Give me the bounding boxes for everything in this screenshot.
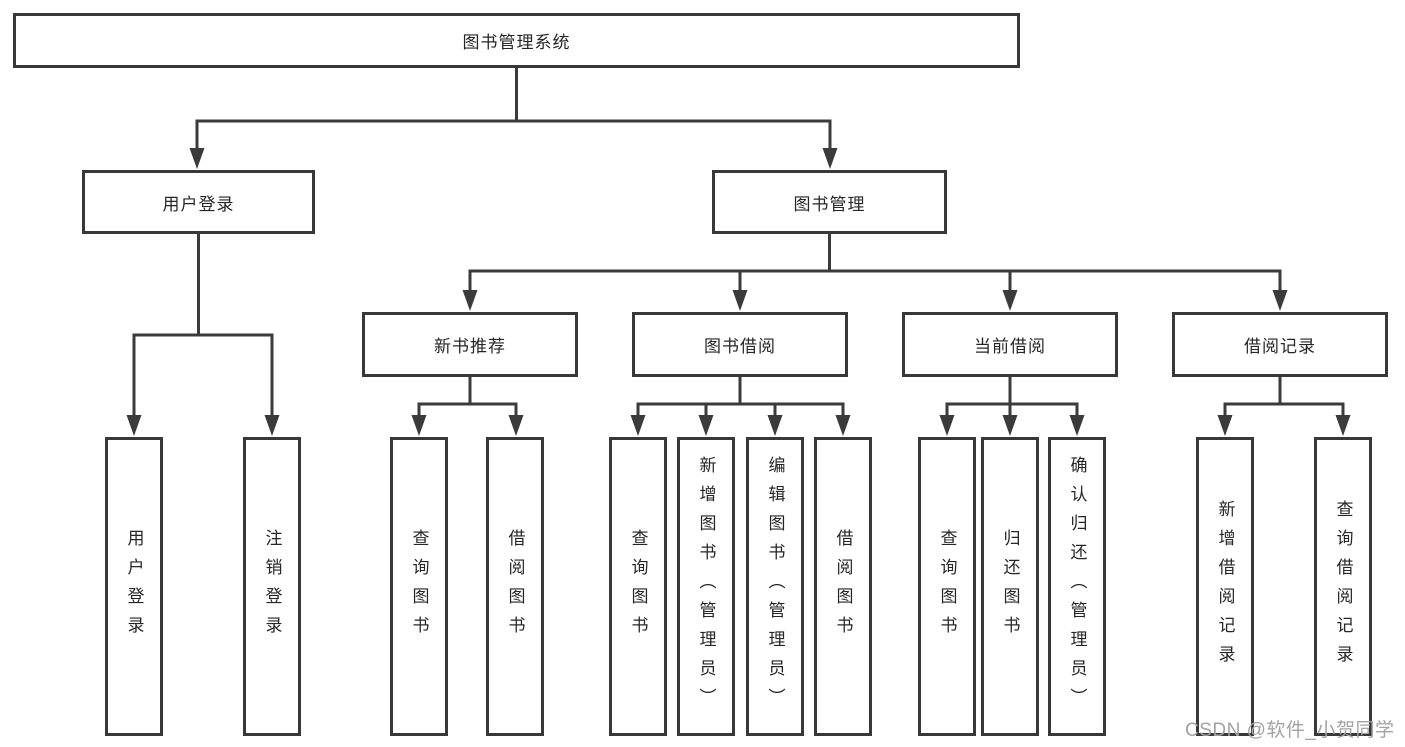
leaf-return-books: 归还图书 [981, 437, 1039, 736]
leaf-recommend-query-books: 查询图书 [390, 437, 448, 736]
node-current-borrow: 当前借阅 [902, 312, 1118, 377]
leaf-add-borrow-record: 新增借阅记录 [1196, 437, 1254, 736]
leaf-edit-book-admin: 编辑图书（管理员） [746, 437, 804, 736]
node-new-book-recommend: 新书推荐 [362, 312, 578, 377]
arrowhead-icons [126, 148, 1351, 436]
node-root: 图书管理系统 [13, 13, 1020, 68]
watermark: CSDN @软件_小贺同学 [1185, 720, 1395, 741]
node-user-login: 用户登录 [82, 170, 315, 234]
leaf-query-borrow-record: 查询借阅记录 [1314, 437, 1372, 736]
node-book-borrow: 图书借阅 [632, 312, 848, 377]
leaf-recommend-borrow-books: 借阅图书 [486, 437, 544, 736]
node-borrow-records: 借阅记录 [1172, 312, 1388, 377]
leaf-confirm-return-admin: 确认归还（管理员） [1048, 437, 1106, 736]
leaf-current-query-books: 查询图书 [918, 437, 976, 736]
node-book-management: 图书管理 [712, 170, 947, 234]
leaf-borrow-borrow-books: 借阅图书 [814, 437, 872, 736]
leaf-user-login: 用户登录 [105, 437, 163, 736]
leaf-logout: 注销登录 [243, 437, 301, 736]
leaf-borrow-query-books: 查询图书 [609, 437, 667, 736]
leaf-add-book-admin: 新增图书（管理员） [677, 437, 735, 736]
